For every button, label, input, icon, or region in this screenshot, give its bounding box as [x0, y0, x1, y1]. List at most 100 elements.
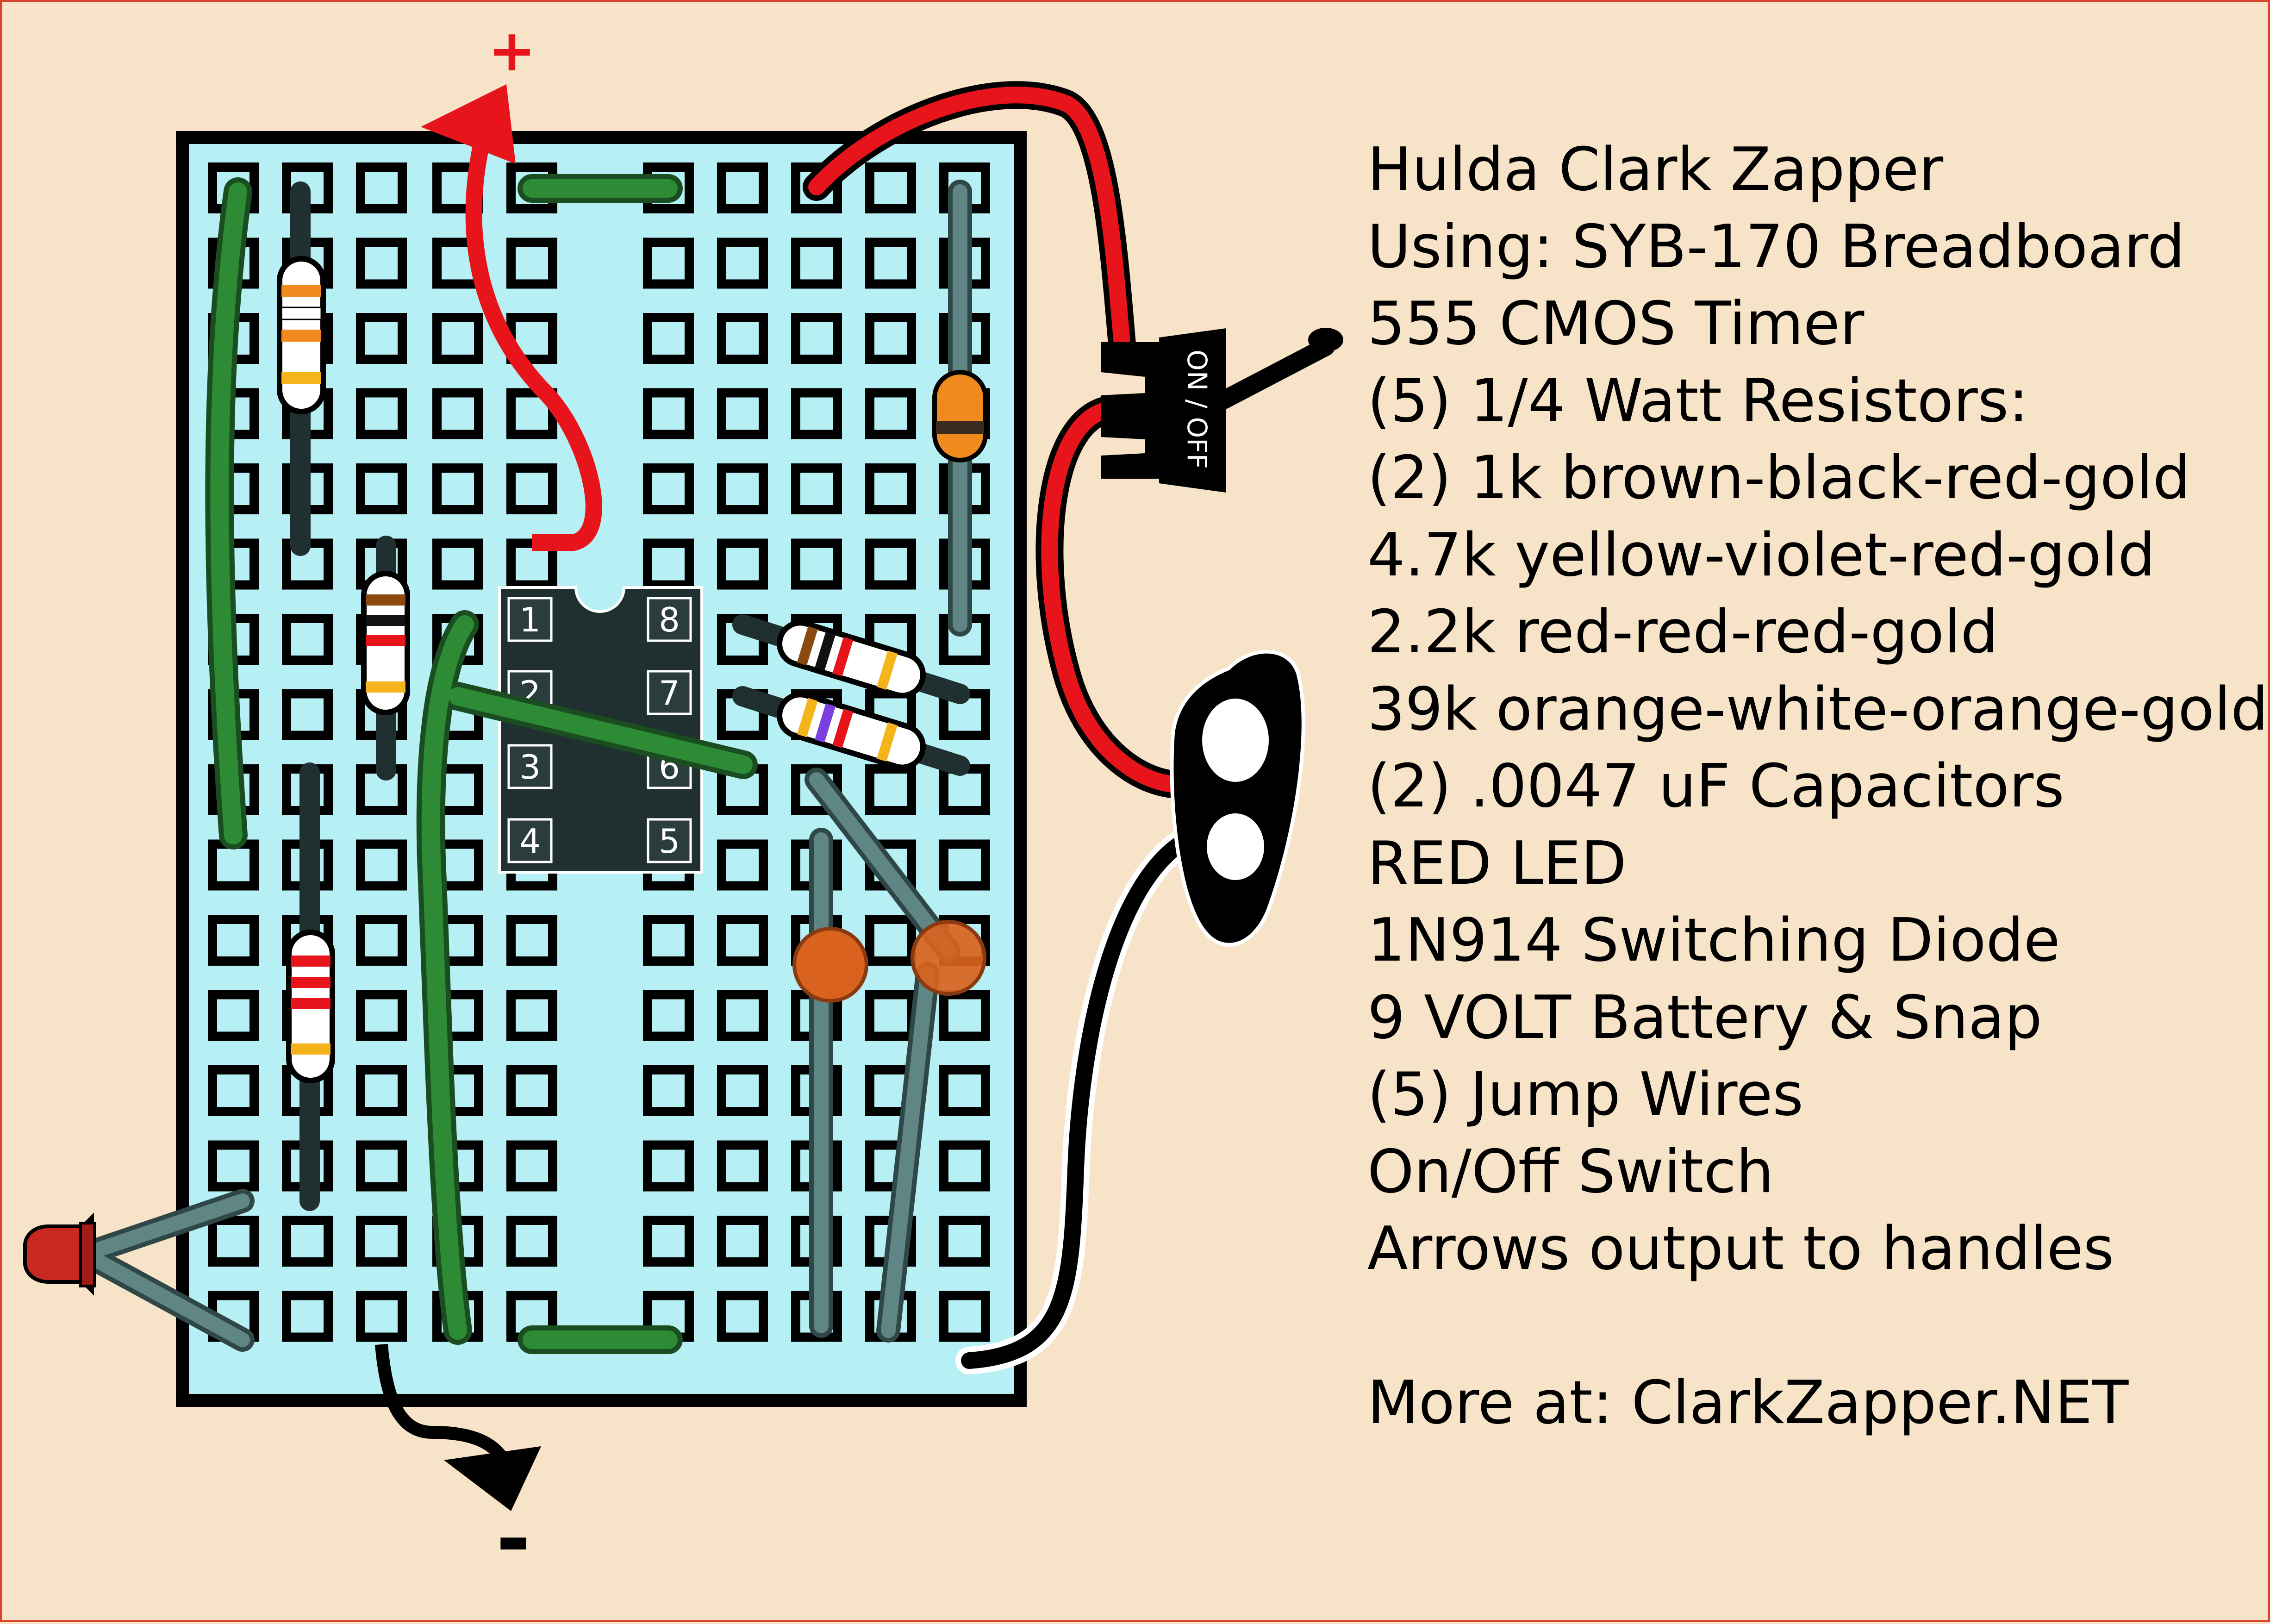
pin-7-box [647, 670, 692, 715]
breadboard-hole [208, 1065, 259, 1116]
resistor-2.2k [286, 930, 335, 1083]
legend-line: (5) Jump Wires [1367, 1060, 1804, 1129]
breadboard-hole [356, 1065, 407, 1116]
breadboard-hole [356, 1140, 407, 1192]
breadboard-hole [865, 538, 916, 590]
pin-5-label: 5 [659, 822, 680, 861]
legend-line: (2) .0047 uF Capacitors [1367, 752, 2064, 821]
breadboard-hole [506, 1216, 557, 1267]
breadboard-hole [717, 1140, 768, 1192]
legend-line: 1N914 Switching Diode [1367, 906, 2060, 975]
breadboard-hole [865, 313, 916, 364]
negative-arrow-head [444, 1446, 541, 1511]
breadboard-hole [717, 538, 768, 590]
component-leads [78, 184, 967, 1347]
breadboard-hole [643, 538, 694, 590]
pin-4-label: 4 [519, 822, 541, 861]
breadboard-hole [208, 839, 259, 891]
resistor-4.7k [777, 620, 926, 699]
breadboard-hole [717, 1291, 768, 1342]
pin-8-label: 8 [659, 600, 680, 639]
breadboard-hole [282, 689, 333, 740]
capacitor-2 [910, 920, 986, 996]
legend-line: (2) 1k brown-black-red-gold [1367, 443, 2190, 512]
breadboard-hole [717, 990, 768, 1041]
breadboard-hole [865, 388, 916, 439]
breadboard-hole [791, 313, 842, 364]
legend-line: 39k orange-white-orange-gold [1367, 675, 2269, 744]
breadboard-hole [865, 764, 916, 815]
plus-sign: + [488, 18, 536, 84]
breadboard-hole [643, 388, 694, 439]
legend-line: Arrows output to handles [1367, 1214, 2114, 1283]
battery-terminal-2 [1207, 813, 1264, 880]
breadboard-hole [791, 538, 842, 590]
breadboard-hole [643, 915, 694, 966]
breadboard-hole [939, 764, 990, 815]
pin-5-box [647, 818, 692, 863]
legend-line: 4.7k yellow-violet-red-gold [1367, 520, 2156, 590]
legend-line: On/Off Switch [1367, 1137, 1774, 1206]
breadboard-hole [506, 990, 557, 1041]
breadboard-hole [432, 388, 483, 439]
breadboard-hole [643, 463, 694, 514]
breadboard-hole [208, 915, 259, 966]
breadboard-hole [717, 839, 768, 891]
breadboard-hole [939, 1140, 990, 1192]
breadboard-hole [432, 538, 483, 590]
legend-footer: More at: ClarkZapper.NET [1367, 1368, 2129, 1437]
breadboard-hole [717, 237, 768, 289]
resistor-39k [777, 692, 926, 770]
breadboard-hole [356, 1291, 407, 1342]
breadboard-hole [939, 839, 990, 891]
legend-line: (5) 1/4 Watt Resistors: [1367, 366, 2029, 436]
breadboard-hole [643, 237, 694, 289]
breadboard-hole [506, 1065, 557, 1116]
resistor-1k-top [277, 256, 326, 414]
breadboard-hole [939, 990, 990, 1041]
breadboard-hole [506, 1140, 557, 1192]
breadboard-hole [791, 237, 842, 289]
breadboard-hole [356, 1216, 407, 1267]
breadboard-hole [939, 1216, 990, 1267]
red-led [23, 1212, 96, 1296]
legend-line: 9 VOLT Battery & Snap [1367, 983, 2042, 1052]
legend-line: Using: SYB-170 Breadboard [1367, 212, 2185, 281]
breadboard-hole [643, 1216, 694, 1267]
breadboard-hole [865, 162, 916, 213]
legend-line: RED LED [1367, 829, 1627, 898]
legend-title: Hulda Clark Zapper [1367, 135, 1944, 204]
breadboard-hole [432, 463, 483, 514]
breadboard-hole [506, 237, 557, 289]
breadboard-hole [432, 313, 483, 364]
pin-8-box [647, 597, 692, 642]
breadboard-hole [643, 313, 694, 364]
resistor-1k-middle [361, 571, 410, 715]
breadboard-hole [717, 915, 768, 966]
breadboard-hole [356, 463, 407, 514]
battery-terminal-1 [1202, 699, 1269, 782]
breadboard-hole [356, 990, 407, 1041]
breadboard-hole [282, 1216, 333, 1267]
breadboard-hole [939, 1065, 990, 1116]
breadboard-hole [643, 1140, 694, 1192]
pin-3-box [507, 744, 553, 789]
on-off-switch: ON / OFF [1101, 328, 1343, 493]
breadboard-hole [282, 1291, 333, 1342]
breadboard-hole [643, 1065, 694, 1116]
breadboard-hole [717, 313, 768, 364]
capacitor-1 [792, 927, 868, 1003]
minus-sign: - [496, 1491, 531, 1587]
legend-spacer [1367, 1288, 2256, 1365]
breadboard-hole [506, 463, 557, 514]
breadboard-hole [643, 990, 694, 1041]
legend-line: 555 CMOS Timer [1367, 289, 1865, 358]
breadboard-hole [356, 313, 407, 364]
breadboard-hole [865, 237, 916, 289]
breadboard-hole [865, 463, 916, 514]
breadboard-hole [208, 1140, 259, 1192]
breadboard-hole [717, 388, 768, 439]
breadboard-hole [356, 839, 407, 891]
